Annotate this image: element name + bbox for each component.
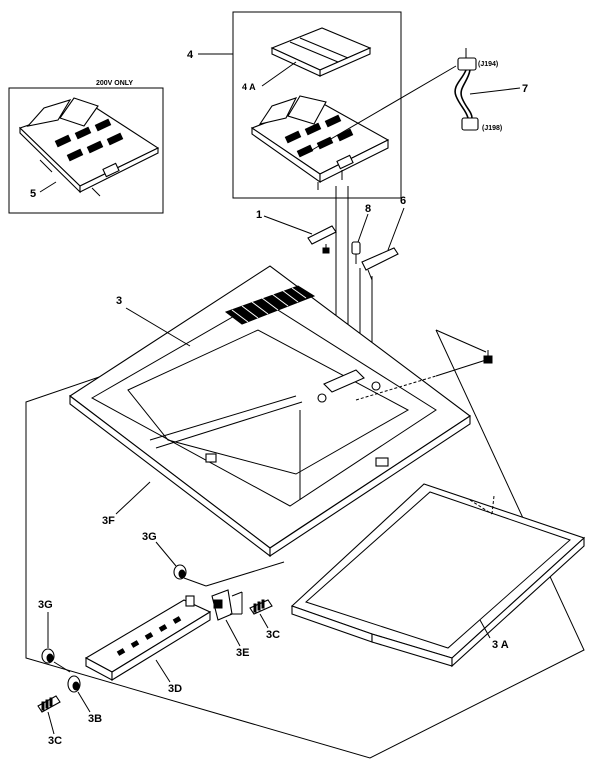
part-4-tray — [250, 95, 390, 190]
inset-200v-group: 200V ONLY 5 — [8, 80, 164, 214]
part-3g-top-clip — [173, 564, 207, 587]
part-1-bracket: 1 — [256, 209, 337, 254]
connector-j194 — [457, 57, 477, 71]
part-3g-left-clip — [41, 648, 71, 673]
part-3a-panel — [290, 483, 586, 668]
part-3e-bracket — [211, 589, 243, 621]
part-3c-right-screw — [249, 599, 273, 615]
label-4: 4 — [187, 49, 194, 61]
label-3e: 3E — [236, 647, 249, 659]
label-3c-bottom: 3C — [48, 735, 62, 747]
inset-4-frame — [232, 11, 402, 199]
part-3b-clamp — [67, 675, 81, 693]
ground-screw — [483, 355, 493, 364]
part-6-bracket: 6 — [361, 195, 406, 281]
part-5-tray — [18, 97, 160, 197]
label-3g-left: 3G — [38, 599, 53, 611]
inset-4-group: 4 4 A — [187, 11, 402, 199]
label-3d: 3D — [168, 683, 182, 695]
part-3c-bottom-screw — [37, 695, 61, 713]
label-8: 8 — [365, 203, 371, 215]
label-j198: (J198) — [482, 125, 502, 132]
inset-200v-frame — [8, 87, 164, 214]
part-8-screw: 8 — [351, 203, 371, 264]
vent-grille — [224, 285, 316, 325]
part-7-cable: (J194) (J198) 7 — [311, 48, 528, 151]
label-200v-only: 200V ONLY — [96, 80, 133, 87]
label-4a: 4 A — [242, 82, 256, 92]
label-6: 6 — [400, 195, 406, 207]
label-3g-top: 3G — [142, 531, 157, 543]
label-3a: 3 A — [492, 639, 509, 651]
label-3: 3 — [116, 295, 122, 307]
frame-leader — [435, 329, 487, 353]
label-5: 5 — [30, 188, 36, 200]
label-7: 7 — [522, 83, 528, 95]
main-assembly-frame — [25, 329, 585, 759]
label-3b: 3B — [88, 713, 102, 725]
label-3f: 3F — [102, 515, 115, 527]
label-1: 1 — [256, 209, 262, 221]
connector-j198 — [461, 117, 479, 131]
part-3-main-cover — [69, 265, 493, 558]
label-j194: (J194) — [478, 61, 498, 68]
part-3d-latch-bar — [84, 595, 212, 681]
label-3c-right: 3C — [266, 629, 280, 641]
